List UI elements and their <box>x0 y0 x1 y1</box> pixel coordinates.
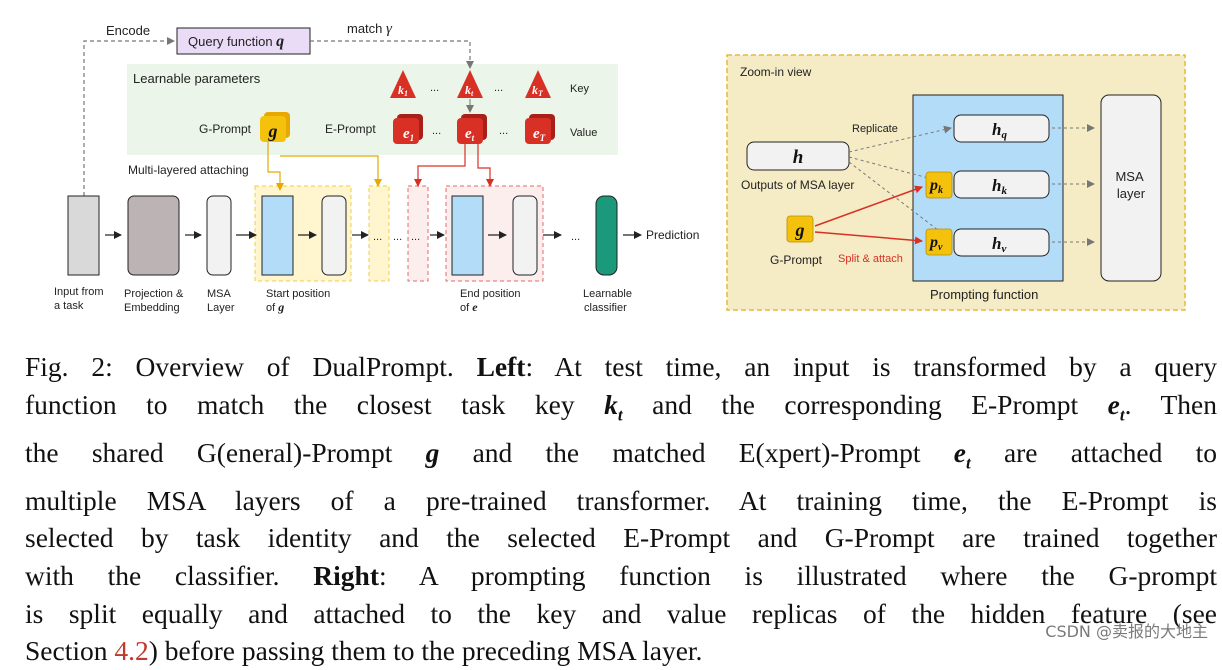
query-function-box <box>176 27 311 55</box>
flow-ellipsis-1: ... <box>373 231 382 243</box>
msa-block-1 <box>206 195 232 276</box>
g-connector-2 <box>280 155 382 187</box>
pv-box <box>925 228 953 256</box>
key-kT: kT <box>525 70 551 98</box>
value-eT: eT <box>525 114 555 144</box>
g-prompt-caption: G-Prompt <box>770 253 823 267</box>
h-symbol: h <box>793 147 804 168</box>
value-et: et <box>457 114 487 144</box>
caption-line-5: selected by task identity and the select… <box>25 522 1217 554</box>
svg-text:kT: kT <box>532 83 544 98</box>
msa-block-3 <box>512 195 538 276</box>
hv-box <box>953 228 1050 257</box>
e-connector-2 <box>477 144 494 187</box>
flow-ellipsis-4: ... <box>571 231 580 243</box>
svg-text:kt: kt <box>465 83 474 98</box>
right-panel: Zoom-in view Prompting function h Output… <box>726 54 1186 311</box>
split-arrow-k <box>814 185 923 227</box>
match-arrow <box>310 40 474 69</box>
hq-box <box>953 114 1050 143</box>
split-attach-label: Split & attach <box>838 253 903 265</box>
section-link[interactable]: 4.2 <box>114 635 149 667</box>
value-e1: e1 <box>393 114 423 144</box>
msa-caption: MSA Layer <box>207 288 235 314</box>
end-caption: End position of e <box>460 288 524 314</box>
caption-line-1: Fig. 2: Overview of DualPrompt. Left: At… <box>25 351 1217 382</box>
value-ellipsis-1: ... <box>432 125 441 137</box>
caption-line-2: function to match the closest task key k… <box>25 388 1217 425</box>
split-arrow-v <box>814 231 923 245</box>
zoom-in-label: Zoom-in view <box>740 65 812 79</box>
input-block <box>67 195 100 276</box>
svg-text:eT: eT <box>533 126 546 143</box>
query-function-label: Query function q <box>188 33 284 50</box>
caption-line-8: Section 4.2) before passing them to the … <box>25 635 703 667</box>
value-label: Value <box>570 127 597 139</box>
figure-caption: Fig. 2: Overview of DualPrompt. Left: At… <box>25 348 1217 670</box>
g-box <box>786 215 814 243</box>
g-symbol: g <box>795 220 805 240</box>
e-prompt-label: E-Prompt <box>325 122 376 136</box>
hk-box <box>953 170 1050 199</box>
caption-line-4: multiple MSA layers of a pre-trained tra… <box>25 484 1217 516</box>
caption-line-6: with the classifier. Right: A prompting … <box>25 559 1217 591</box>
start-prompt-block <box>261 195 294 276</box>
msa-block-2 <box>321 195 347 276</box>
input-caption: Input from a task <box>54 286 107 312</box>
svg-text:k1: k1 <box>398 83 408 98</box>
value-ellipsis-2: ... <box>499 125 508 137</box>
classifier-caption: Learnable classifier <box>583 288 635 314</box>
projection-block <box>127 195 180 276</box>
svg-text:g: g <box>268 121 278 141</box>
pk-symbol: pk <box>928 177 943 196</box>
encode-arrow <box>83 37 175 196</box>
hv-symbol: hv <box>992 234 1006 255</box>
prompting-function-label: Prompting function <box>930 287 1038 302</box>
outputs-label: Outputs of MSA layer <box>741 178 854 192</box>
end-prompt-block <box>451 195 484 276</box>
watermark: CSDN @卖报的大地主 <box>1045 622 1208 641</box>
projection-caption: Projection & Embedding <box>124 288 186 314</box>
pv-symbol: pv <box>928 234 943 253</box>
start-caption: Start position of g <box>266 288 333 314</box>
hk-symbol: hk <box>992 176 1007 197</box>
key-k1: k1 <box>390 70 416 98</box>
g-prompt-icon: g <box>260 112 290 142</box>
hq-symbol: hq <box>992 120 1007 141</box>
pk-box <box>925 171 953 199</box>
flow-ellipsis-3: ... <box>411 231 420 243</box>
msa-layer-label: MSA layer <box>1115 169 1146 201</box>
caption-line-7: is split equally and attached to the key… <box>25 597 1217 629</box>
svg-text:et: et <box>465 126 475 143</box>
caption-line-3: the shared G(eneral)-Prompt g and the ma… <box>25 436 1217 473</box>
flow-ellipsis-2: ... <box>393 231 402 243</box>
g-connector-1 <box>267 142 284 191</box>
key-ellipsis-1: ... <box>430 82 439 94</box>
msa-layer-box <box>1100 94 1162 282</box>
classifier-block <box>595 195 618 276</box>
prediction-label: Prediction <box>646 228 699 242</box>
svg-text:e1: e1 <box>403 126 414 143</box>
e-connector-1 <box>414 144 466 187</box>
key-kt: kt <box>457 70 483 98</box>
key-ellipsis-2: ... <box>494 82 503 94</box>
left-panel: Learnable parameters Encode Query functi… <box>54 21 699 314</box>
replicate-label: Replicate <box>852 123 898 135</box>
g-prompt-label: G-Prompt <box>199 122 252 136</box>
learnable-parameters-label: Learnable parameters <box>133 71 261 86</box>
dualprompt-figure: Learnable parameters Encode Query functi… <box>54 21 1186 314</box>
encode-label: Encode <box>106 23 150 38</box>
multi-layered-label: Multi-layered attaching <box>128 163 249 177</box>
h-box <box>746 141 850 171</box>
match-label: match γ <box>347 21 393 37</box>
key-label: Key <box>570 83 589 95</box>
